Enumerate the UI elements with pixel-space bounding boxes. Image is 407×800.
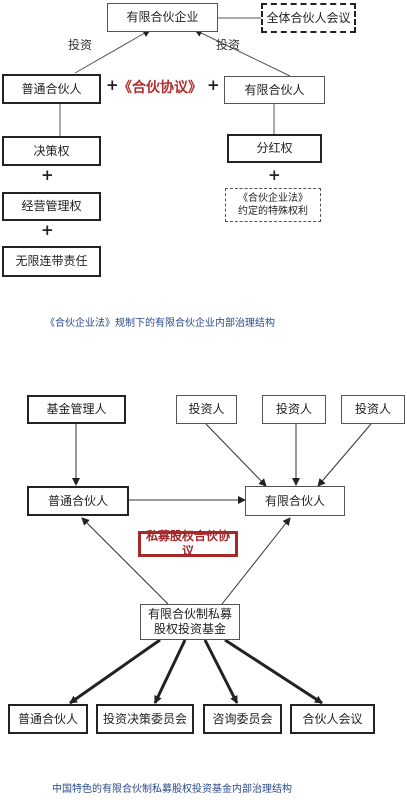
invest-label-right: 投资: [216, 38, 241, 52]
lp-box: 有限合伙人: [245, 486, 345, 516]
partners-meeting-bottom-box: 合伙人会议: [290, 704, 375, 734]
arrow-fund-to-meeting: [224, 638, 323, 705]
investor-box-2: 投资人: [262, 395, 326, 424]
arrow-fund-to-lp: [221, 517, 291, 605]
plus-left: +: [106, 76, 119, 94]
invest-label-left: 投资: [68, 38, 93, 52]
arrow-fund-to-gp: [81, 517, 169, 605]
investor-box-1: 投资人: [176, 395, 237, 424]
limited-partner-box: 有限合伙人: [224, 76, 325, 104]
arrow-investor1-to-lp: [205, 423, 267, 487]
bottom-caption: 中国特色的有限合伙制私募股权投资基金内部治理结构: [52, 784, 292, 795]
arrow-gp-to-enterprise: [74, 29, 151, 74]
advisory-committee-box: 咨询委员会: [203, 704, 282, 734]
plus-right: +: [207, 76, 220, 94]
gp-box: 普通合伙人: [27, 486, 129, 516]
decision-right-box: 决策权: [2, 136, 101, 166]
arrow-fund-to-advisory: [203, 639, 239, 704]
fund-manager-box: 基金管理人: [27, 395, 126, 424]
plus-decision: +: [41, 166, 54, 184]
arrow-fund-to-committee: [153, 639, 187, 704]
fund-line2: 股权投资基金: [153, 622, 226, 636]
investor-box-3: 投资人: [341, 395, 405, 424]
arrow-investor3-to-lp: [317, 423, 372, 487]
plus-management: +: [41, 221, 54, 239]
partnership-agreement-title: 《合伙协议》: [118, 80, 202, 96]
special-rights-line1: 《合伙企业法》: [238, 193, 308, 204]
management-right-box: 经营管理权: [2, 192, 101, 221]
bottom-gp-box: 普通合伙人: [8, 704, 88, 734]
arrow-fund-to-gp-bottom: [69, 638, 161, 705]
lp-enterprise-box: 有限合伙企业: [107, 3, 218, 32]
special-rights-box: 《合伙企业法》 约定的特殊权利: [225, 188, 321, 222]
general-partner-box: 普通合伙人: [2, 74, 101, 104]
investment-committee-box: 投资决策委员会: [96, 704, 194, 734]
fund-box: 有限合伙制私募 股权投资基金: [140, 604, 240, 640]
plus-dividend: +: [268, 166, 281, 184]
arrow-lp-to-enterprise: [194, 29, 291, 77]
dividend-right-box: 分红权: [227, 134, 322, 163]
fund-line1: 有限合伙制私募: [147, 607, 232, 621]
top-caption: 《合伙企业法》规制下的有限合伙企业内部治理结构: [45, 318, 275, 329]
pe-agreement-box: 私募股权合伙协议: [139, 529, 237, 558]
partners-meeting-box: 全体合伙人会议: [261, 3, 356, 33]
unlimited-liability-box: 无限连带责任: [2, 246, 101, 277]
special-rights-line2: 约定的特殊权利: [238, 206, 308, 217]
